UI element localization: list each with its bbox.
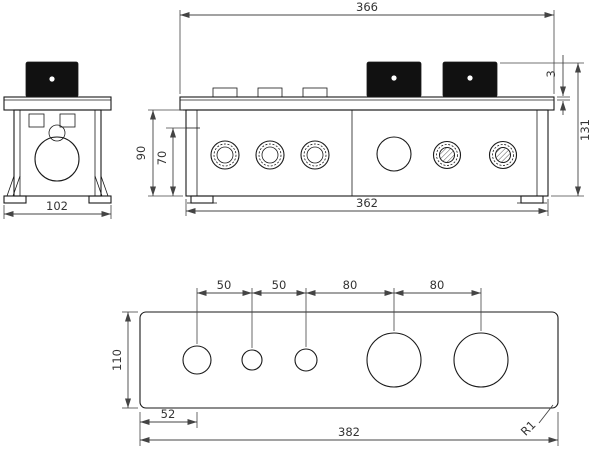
dim-body-width: 362 — [185, 196, 549, 216]
bottom-port-3 — [294, 348, 318, 372]
dim-label-overall-height: 131 — [578, 119, 592, 141]
bottom-view: 50 50 80 80 110 52 382 R1 — [110, 278, 559, 446]
dim-pitch-chain: 50 50 80 80 — [196, 278, 482, 348]
dim-label-bottom-width: 382 — [338, 425, 360, 439]
side-valve-body — [13, 109, 102, 197]
knob-set-screw — [391, 75, 397, 81]
side-clip-left — [28, 113, 45, 128]
dim-label-pitch-1: 50 — [217, 278, 232, 292]
side-foot-right — [88, 175, 112, 204]
front-handle-knob-2 — [442, 61, 498, 98]
plate-tab-3 — [302, 87, 328, 98]
port-3 — [300, 140, 330, 170]
front-handle-knob-1 — [366, 61, 422, 98]
dim-label-side-width: 102 — [46, 199, 68, 213]
side-spindle-circle — [48, 124, 66, 142]
dim-side-width: 102 — [3, 199, 112, 219]
dim-label-corner-radius: R1 — [518, 418, 539, 439]
plate-tab-2 — [257, 87, 283, 98]
dim-label-pitch-3: 80 — [343, 278, 358, 292]
dim-label-pitch-4: 80 — [430, 278, 445, 292]
side-handle-knob — [25, 61, 79, 98]
bottom-port-5 — [453, 332, 509, 388]
dim-body-height: 90 — [134, 109, 183, 197]
bottom-port-4 — [366, 332, 422, 388]
dim-label-first-offset: 52 — [161, 407, 176, 421]
dim-corner-radius: R1 — [518, 404, 554, 439]
dim-label-pitch-2: 50 — [272, 278, 287, 292]
port-4 — [376, 136, 412, 172]
side-view: 102 — [3, 61, 112, 219]
plate-tab-1 — [212, 87, 238, 98]
dim-label-body-width: 362 — [356, 196, 378, 210]
knob-set-screw — [49, 76, 55, 82]
bottom-port-2 — [241, 349, 263, 371]
port-5 — [432, 140, 462, 170]
dim-bottom-height: 110 — [110, 311, 138, 409]
front-view: 366 3 131 90 70 — [134, 0, 592, 216]
dim-label-body-height: 90 — [134, 146, 148, 161]
dim-overall-height: 131 — [500, 62, 592, 197]
port-1 — [210, 140, 240, 170]
side-clip-right — [59, 113, 76, 128]
dim-plate-thickness: 3 — [544, 55, 570, 115]
dim-label-cavity-depth: 70 — [155, 151, 169, 166]
side-foot-left — [3, 175, 27, 204]
front-valve-body — [185, 109, 549, 197]
port-6 — [488, 140, 518, 170]
front-foot-right — [517, 195, 547, 204]
dim-label-plate-thickness: 3 — [544, 70, 558, 77]
dim-label-bottom-height: 110 — [110, 349, 124, 371]
dim-label-overall-width: 366 — [356, 0, 378, 14]
bottom-outline — [139, 311, 559, 409]
bottom-port-1 — [182, 345, 212, 375]
side-cartridge-circle — [34, 136, 80, 182]
front-foot-left — [187, 195, 217, 204]
side-mounting-plate — [3, 96, 112, 111]
knob-set-screw — [467, 75, 473, 81]
dim-overall-width: 366 — [179, 0, 555, 94]
dim-bottom-width: 382 — [140, 412, 559, 446]
port-2 — [255, 140, 285, 170]
dim-cavity-depth: 70 — [155, 127, 186, 196]
